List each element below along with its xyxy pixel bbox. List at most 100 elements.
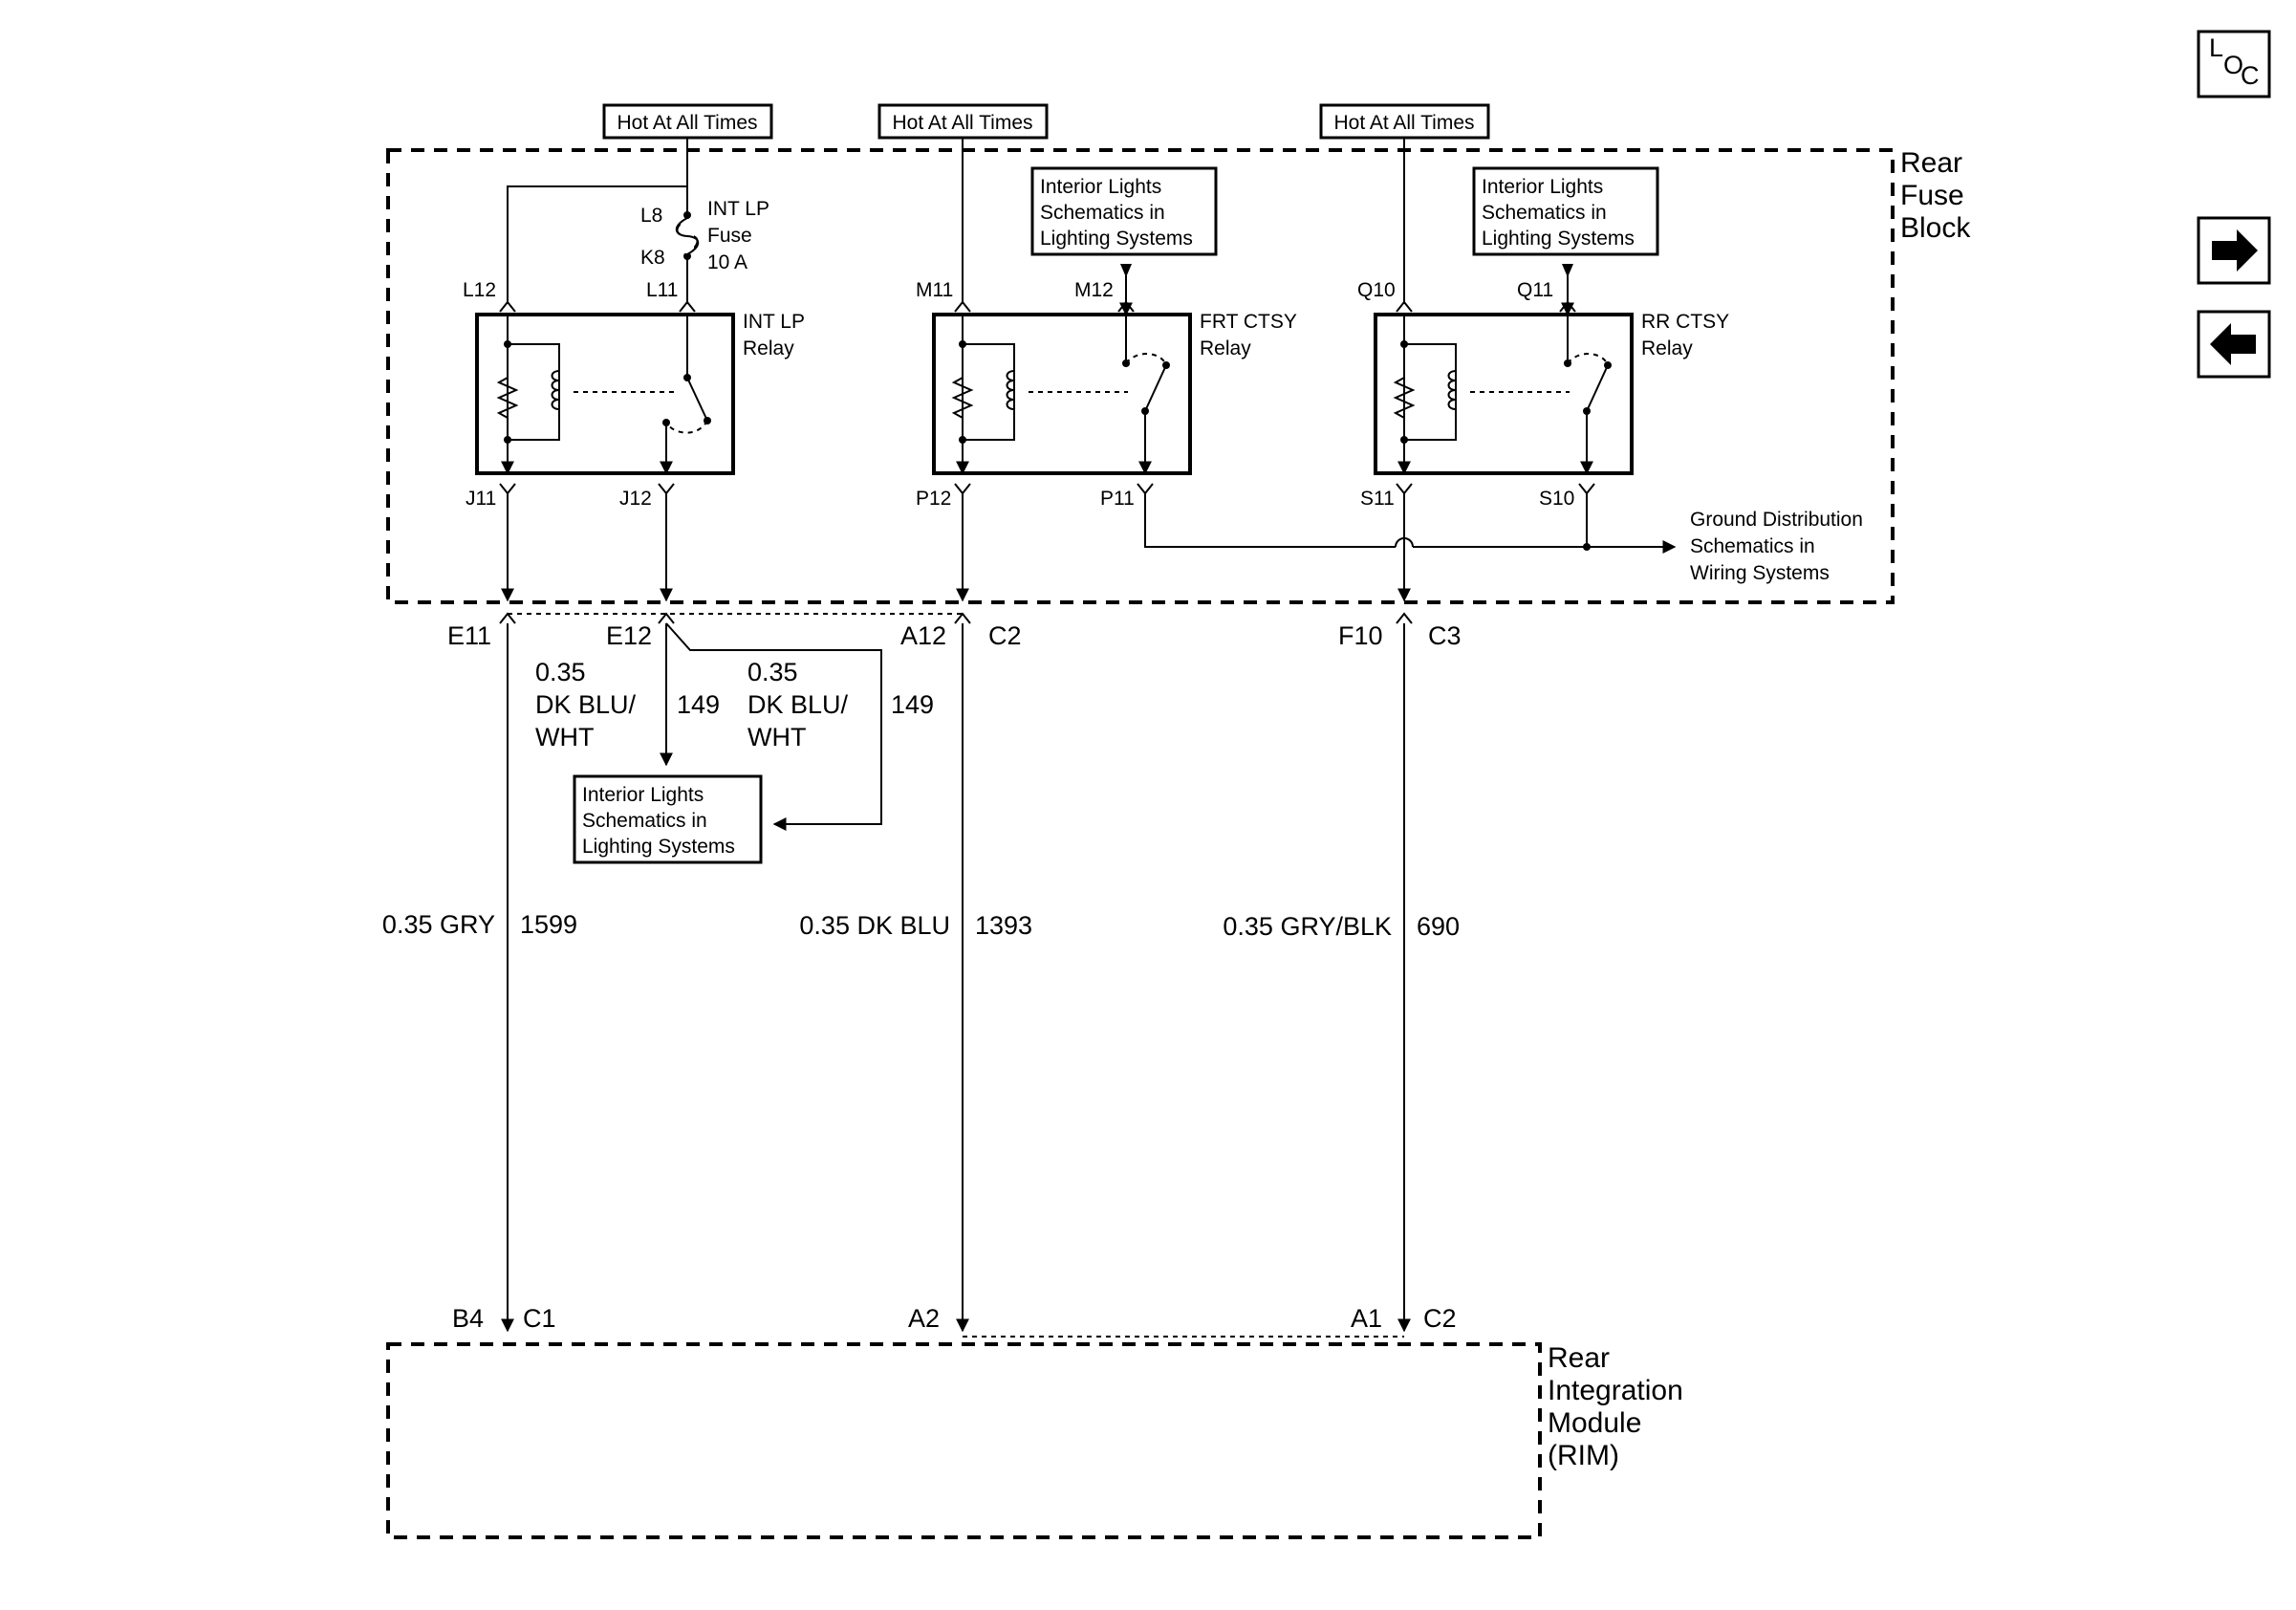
svg-text:J12: J12 (619, 488, 652, 510)
svg-text:Interior Lights: Interior Lights (1482, 176, 1603, 198)
svg-text:Schematics in: Schematics in (1040, 202, 1165, 224)
hot-label-1: Hot At All Times (602, 103, 773, 140)
svg-text:INT LP: INT LP (707, 198, 769, 220)
svg-text:C3: C3 (1428, 621, 1462, 650)
lower-connector-labels: B4 C1 A2 A1 C2 (452, 1304, 1457, 1333)
svg-text:J11: J11 (466, 488, 496, 510)
svg-text:Rear: Rear (1548, 1342, 1610, 1374)
svg-text:Schematics in: Schematics in (1690, 535, 1815, 557)
svg-text:Lighting Systems: Lighting Systems (1482, 228, 1635, 250)
svg-text:C: C (2241, 61, 2260, 90)
svg-text:E11: E11 (447, 621, 491, 650)
svg-text:P12: P12 (916, 488, 951, 510)
svg-text:10 A: 10 A (707, 251, 747, 273)
svg-text:Hot At All Times: Hot At All Times (892, 112, 1032, 134)
loc-button[interactable]: L O C (2197, 30, 2271, 98)
svg-text:0.35 DK BLU: 0.35 DK BLU (799, 911, 950, 940)
svg-text:L11: L11 (646, 279, 678, 301)
svg-text:WHT: WHT (535, 723, 594, 751)
svg-text:0.35 GRY/BLK: 0.35 GRY/BLK (1223, 912, 1392, 941)
svg-text:INT LP: INT LP (743, 311, 805, 333)
hot-label-3: Hot At All Times (1319, 103, 1490, 140)
svg-text:E12: E12 (606, 621, 652, 650)
bottom-pin-chevrons (499, 483, 1595, 495)
svg-text:0.35: 0.35 (747, 658, 798, 686)
svg-text:0.35 GRY: 0.35 GRY (382, 910, 495, 939)
svg-text:M12: M12 (1074, 279, 1114, 301)
svg-text:A2: A2 (908, 1304, 940, 1333)
svg-text:Hot At All Times: Hot At All Times (617, 112, 757, 134)
relay-frt-ctsy: FRT CTSY Relay (932, 302, 1297, 475)
svg-text:Fuse: Fuse (1900, 180, 1964, 211)
next-page-button[interactable] (2197, 216, 2271, 285)
svg-text:L8: L8 (640, 205, 662, 227)
svg-text:DK BLU/: DK BLU/ (535, 690, 637, 719)
svg-text:O: O (2223, 51, 2243, 79)
svg-text:Integration: Integration (1548, 1375, 1683, 1406)
upper-connector-chevrons (499, 612, 1413, 624)
svg-text:C2: C2 (1423, 1304, 1457, 1333)
svg-text:Relay: Relay (1641, 337, 1693, 359)
svg-text:Module: Module (1548, 1407, 1641, 1439)
svg-text:Interior Lights: Interior Lights (1040, 176, 1161, 198)
feed-wire-l12 (507, 185, 687, 304)
svg-text:Q11: Q11 (1517, 279, 1553, 301)
svg-text:Relay: Relay (743, 337, 794, 359)
svg-text:1599: 1599 (520, 910, 577, 939)
svg-text:Hot At All Times: Hot At All Times (1333, 112, 1474, 134)
rim-outline (386, 1342, 1542, 1539)
hot-label-2: Hot At All Times (877, 103, 1049, 140)
rear-fuse-block-label: Rear Fuse Block (1900, 147, 1971, 244)
top-connector-chevrons (499, 300, 1576, 313)
svg-text:Ground Distribution: Ground Distribution (1690, 509, 1863, 531)
svg-text:Lighting Systems: Lighting Systems (582, 836, 735, 858)
svg-text:Schematics in: Schematics in (1482, 202, 1607, 224)
top-pin-labels: L12 L11 M11 M12 Q10 Q11 (463, 279, 1553, 301)
svg-text:690: 690 (1417, 912, 1460, 941)
arrow-right-icon (2212, 229, 2258, 272)
svg-text:L: L (2209, 33, 2223, 62)
svg-text:DK BLU/: DK BLU/ (747, 690, 849, 719)
svg-text:RR CTSY: RR CTSY (1641, 311, 1729, 333)
ref-box-m12: Interior Lights Schematics in Lighting S… (1030, 166, 1218, 304)
svg-text:K8: K8 (640, 247, 665, 269)
svg-text:S11: S11 (1360, 488, 1395, 510)
svg-text:Interior Lights: Interior Lights (582, 784, 704, 806)
svg-text:Lighting Systems: Lighting Systems (1040, 228, 1193, 250)
svg-text:WHT: WHT (747, 723, 806, 751)
wire-labels: 0.35 GRY 1599 0.35 DK BLU 1393 0.35 GRY/… (382, 910, 1460, 941)
svg-text:C2: C2 (988, 621, 1022, 650)
svg-text:M11: M11 (916, 279, 953, 301)
svg-text:A1: A1 (1351, 1304, 1382, 1333)
svg-text:A12: A12 (900, 621, 946, 650)
svg-text:F10: F10 (1338, 621, 1383, 650)
int-lp-fuse: L8 K8 INT LP Fuse 10 A (640, 198, 769, 273)
svg-text:S10: S10 (1539, 488, 1574, 510)
svg-text:149: 149 (891, 690, 934, 719)
svg-text:Block: Block (1900, 212, 1971, 244)
rim-label: Rear Integration Module (RIM) (1548, 1342, 1683, 1471)
svg-text:Fuse: Fuse (707, 225, 752, 247)
wire-149-branches (660, 622, 882, 831)
svg-text:(RIM): (RIM) (1548, 1440, 1619, 1471)
svg-text:Rear: Rear (1900, 147, 1962, 179)
wire-149-label-a: 0.35 DK BLU/ WHT 149 (535, 658, 720, 751)
svg-text:Q10: Q10 (1357, 279, 1396, 301)
svg-text:Relay: Relay (1200, 337, 1251, 359)
svg-text:L12: L12 (463, 279, 496, 301)
svg-text:B4: B4 (452, 1304, 484, 1333)
previous-page-button[interactable] (2197, 310, 2271, 379)
svg-text:FRT CTSY: FRT CTSY (1200, 311, 1297, 333)
svg-text:Schematics in: Schematics in (582, 810, 707, 832)
arrow-left-icon (2210, 323, 2256, 365)
svg-text:P11: P11 (1100, 488, 1135, 510)
relay-int-lp: INT LP Relay (475, 311, 805, 475)
ref-box-q11: Interior Lights Schematics in Lighting S… (1472, 166, 1659, 304)
bottom-pin-labels: J11 J12 P12 P11 S11 S10 (466, 488, 1574, 510)
svg-text:1393: 1393 (975, 911, 1032, 940)
svg-text:Wiring Systems: Wiring Systems (1690, 562, 1830, 584)
wire-149-label-b: 0.35 DK BLU/ WHT 149 (747, 658, 934, 751)
relay-rr-ctsy: RR CTSY Relay (1374, 302, 1729, 475)
ground-distribution-ref: Ground Distribution Schematics in Wiring… (1144, 493, 1863, 584)
